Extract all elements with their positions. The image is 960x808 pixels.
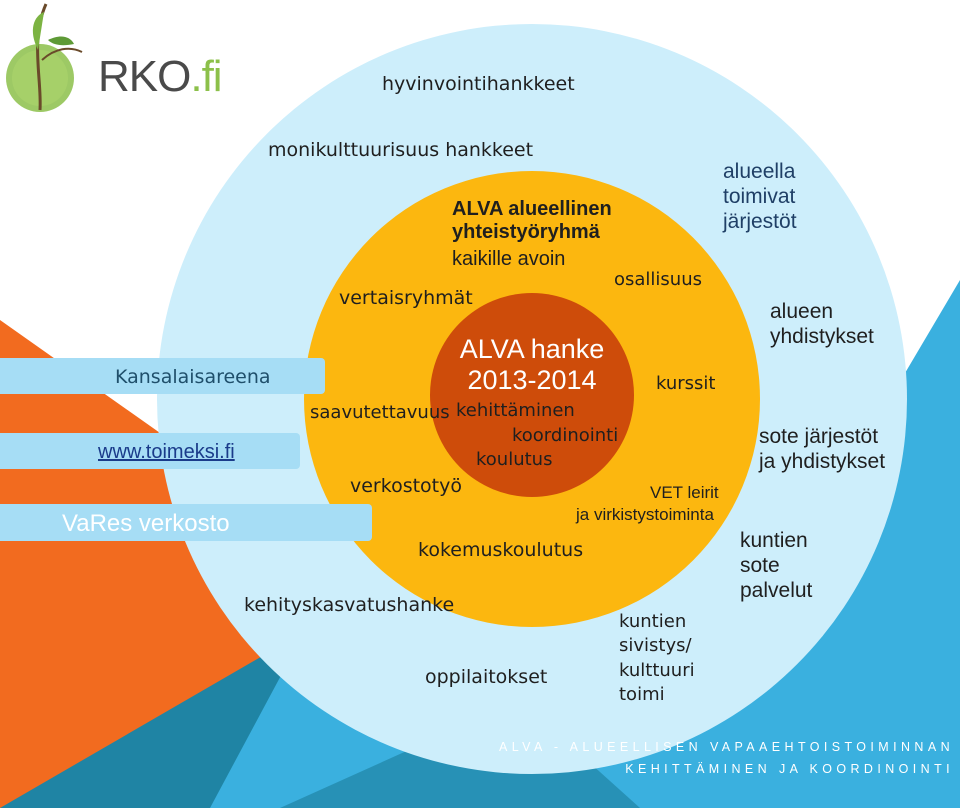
label-alueella-toimivat: alueella toimivat järjestöt bbox=[723, 160, 797, 234]
footer-line-2: KEHITTÄMINEN JA KOORDINOINTI bbox=[625, 762, 954, 776]
center-title-name: ALVA hanke bbox=[459, 334, 605, 364]
label-monikulttuurisuus: monikulttuurisuus hankkeet bbox=[268, 139, 534, 161]
label-koulutus: koulutus bbox=[476, 449, 553, 470]
label-kehittaminen: kehittäminen bbox=[456, 400, 575, 421]
logo-main: RKO bbox=[98, 52, 191, 101]
label-kuntien-sote: kuntien sote palvelut bbox=[740, 529, 813, 603]
label-kehityskasvatushanke: kehityskasvatushanke bbox=[244, 594, 455, 616]
side-bar-toimeksi bbox=[0, 433, 300, 469]
label-kaikille-avoin: kaikille avoin bbox=[452, 248, 566, 270]
inner-circle bbox=[430, 293, 634, 497]
label-vertaisryhmat: vertaisryhmät bbox=[339, 287, 473, 309]
footer-line-1: ALVA - ALUEELLISEN VAPAAEHTOISTOIMINNAN bbox=[498, 740, 954, 754]
side-bar-vares bbox=[0, 504, 372, 541]
logo-text: RKO.fi bbox=[98, 52, 223, 102]
side-label-vares: VaRes verkosto bbox=[62, 510, 230, 537]
label-sote-jarjestot: sote järjestöt ja yhdistykset bbox=[759, 425, 886, 474]
label-yhteistyoryhma: ALVA alueellinen yhteistyöryhmä bbox=[452, 198, 612, 243]
label-osallisuus: osallisuus bbox=[614, 269, 702, 290]
label-oppilaitokset: oppilaitokset bbox=[425, 666, 548, 688]
logo-sprout-icon bbox=[6, 3, 83, 112]
label-kurssit: kurssit bbox=[656, 373, 716, 394]
label-virkistystoiminta: ja virkistystoiminta bbox=[576, 505, 714, 524]
label-verkostotyo: verkostotyö bbox=[350, 475, 462, 497]
link-toimeksi[interactable]: www.toimeksi.fi bbox=[98, 441, 235, 463]
label-alueen-yhdistykset: alueen yhdistykset bbox=[770, 300, 874, 349]
logo-suffix: .fi bbox=[190, 52, 222, 101]
side-label-kansalaisareena: Kansalaisareena bbox=[115, 366, 271, 388]
center-title-years: 2013-2014 bbox=[467, 365, 597, 396]
side-bar-kansalaisareena bbox=[0, 358, 325, 394]
center-title: ALVA hanke 2013-2014 bbox=[422, 334, 642, 396]
label-kuntien-sivistys: kuntien sivistys/ kulttuuri toimi bbox=[619, 611, 695, 705]
logo: RKO.fi bbox=[0, 0, 240, 120]
label-hyvinvointihankkeet: hyvinvointihankkeet bbox=[382, 73, 575, 95]
label-saavutettavuus: saavutettavuus bbox=[310, 402, 450, 423]
label-kokemuskoulutus: kokemuskoulutus bbox=[418, 539, 584, 561]
label-koordinointi: koordinointi bbox=[512, 425, 619, 446]
label-vet-leirit: VET leirit bbox=[650, 483, 719, 502]
